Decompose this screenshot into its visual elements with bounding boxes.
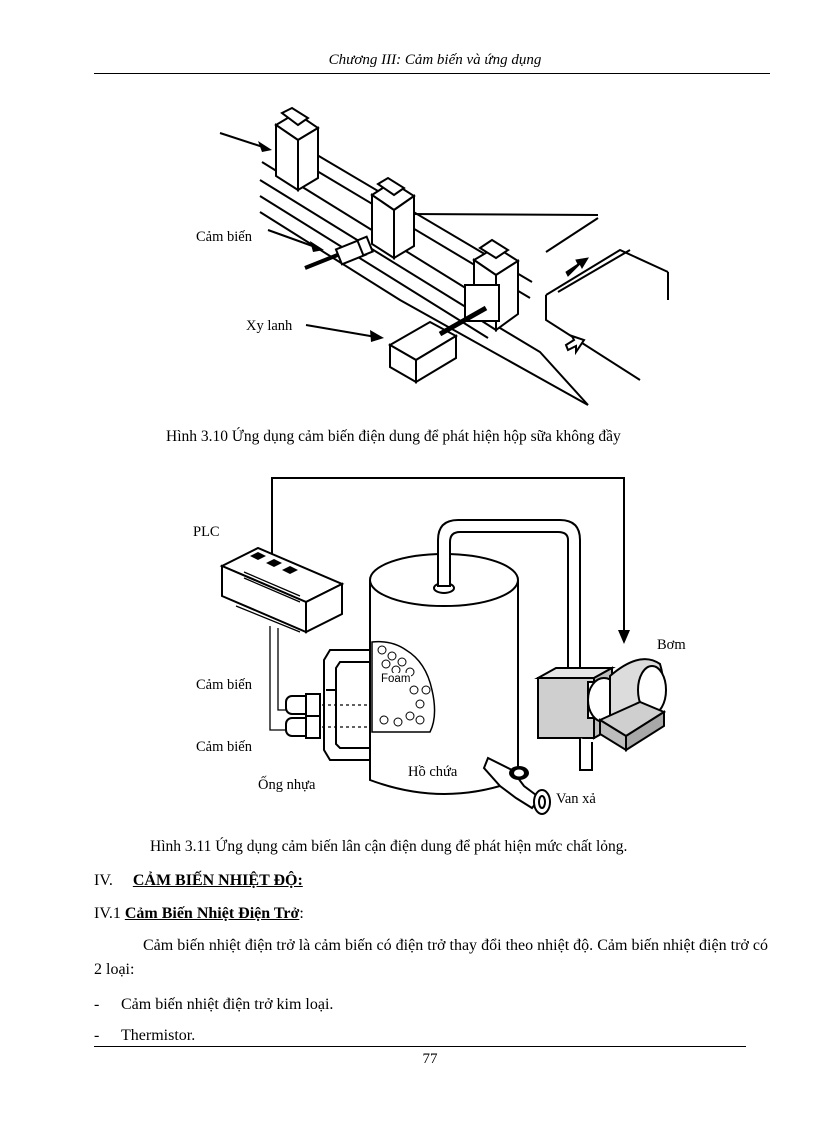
level-sensors xyxy=(286,694,372,738)
bullet-text: Cảm biến nhiệt điện trở kim loại. xyxy=(121,996,333,1013)
label-valve: Van xả xyxy=(556,791,596,808)
bullet-marker: - xyxy=(94,993,121,1017)
subsection-number: IV.1 xyxy=(94,905,121,922)
figure-caption-3-11: Hình 3.11 Ứng dụng cảm biến lân cận điện… xyxy=(150,838,627,856)
bullet-item-2: -Thermistor. xyxy=(94,1024,195,1048)
footer-divider xyxy=(94,1046,746,1047)
subsection-suffix: : xyxy=(299,905,303,922)
plc-unit xyxy=(222,548,342,632)
section-heading: IV. CẢM BIẾN NHIỆT ĐỘ: xyxy=(94,872,303,890)
label-foam: Foam xyxy=(380,673,411,685)
section-number: IV. xyxy=(94,872,113,889)
subsection-heading: IV.1 Cảm Biến Nhiệt Điện Trở: xyxy=(94,905,304,923)
label-tank: Hồ chứa xyxy=(408,764,457,781)
section-title: CẢM BIẾN NHIỆT ĐỘ: xyxy=(133,872,303,889)
subsection-title: Cảm Biến Nhiệt Điện Trở xyxy=(125,905,299,922)
bullet-marker: - xyxy=(94,1024,121,1048)
page-number: 77 xyxy=(0,1051,816,1068)
label-pipe: Ống nhựa xyxy=(258,777,315,794)
bullet-item-1: -Cảm biến nhiệt điện trở kim loại. xyxy=(94,993,333,1017)
section-paragraph: Cảm biến nhiệt điện trở là cảm biến có đ… xyxy=(94,934,768,982)
label-plc: PLC xyxy=(193,524,220,541)
pump xyxy=(538,659,666,770)
label-sensor-top: Cảm biến xyxy=(196,677,252,694)
figure-tank-level-detection xyxy=(0,0,816,830)
bullet-text: Thermistor. xyxy=(121,1027,195,1044)
label-pump: Bơm xyxy=(657,637,686,654)
label-sensor-bottom: Cảm biến xyxy=(196,739,252,756)
